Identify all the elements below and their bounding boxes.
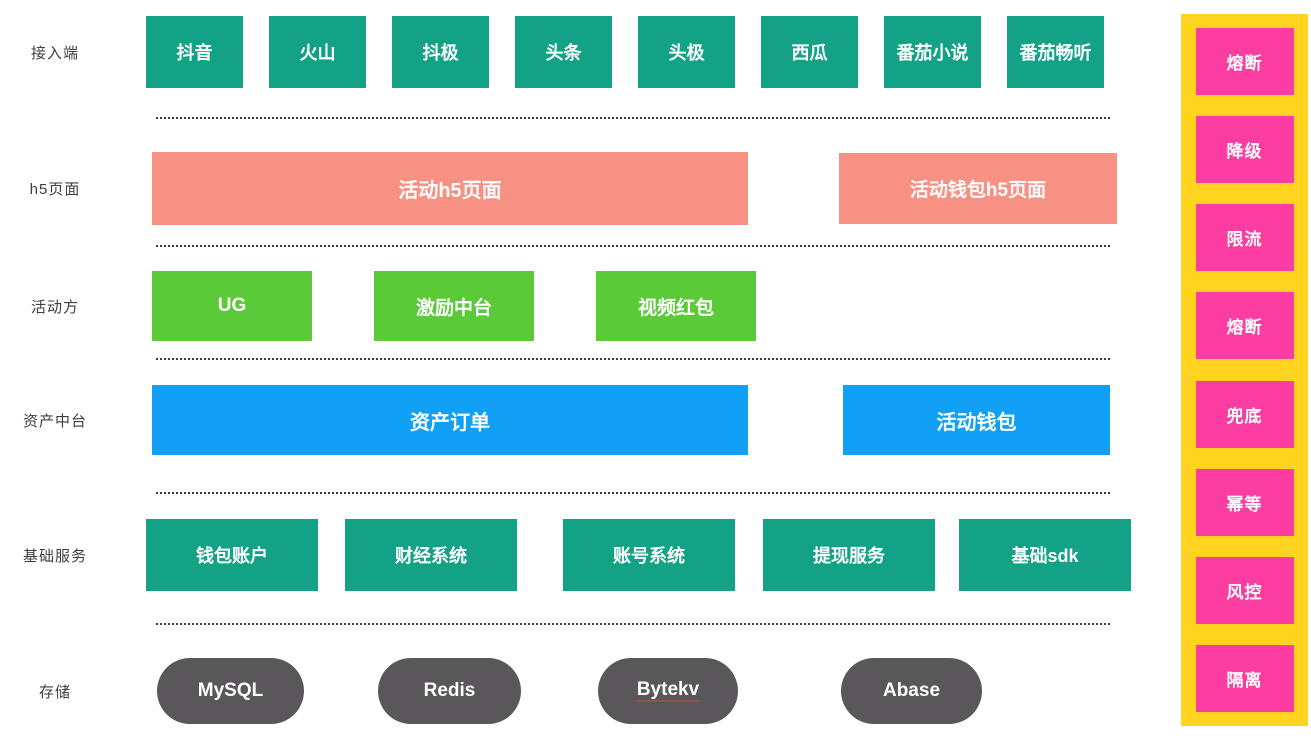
storage-node-label: Bytekv [636, 679, 700, 702]
layer-label: 接入端 [30, 44, 79, 62]
layer-storage: 存储 MySQL Redis Bytekv Abase [0, 658, 1180, 724]
layer-access: 接入端 抖音 火山 抖极 头条 头极 西瓜 番茄小说 番茄畅听 [0, 16, 1180, 88]
layer-label: 资产中台 [22, 412, 87, 430]
access-node: 火山 [269, 16, 366, 88]
h5-node: 活动钱包h5页面 [839, 153, 1117, 224]
service-node: 基础sdk [959, 519, 1131, 591]
activity-node: 激励中台 [374, 271, 534, 341]
access-node: 头极 [638, 16, 735, 88]
layer-asset: 资产中台 资产订单 活动钱包 [0, 385, 1180, 455]
storage-node: Redis [378, 658, 521, 724]
access-node: 头条 [515, 16, 612, 88]
governance-node: 幂等 [1195, 468, 1294, 536]
h5-node: 活动h5页面 [152, 152, 748, 225]
storage-node: MySQL [157, 658, 304, 724]
access-node: 番茄畅听 [1007, 16, 1104, 88]
service-node: 财经系统 [345, 519, 517, 591]
asset-node: 资产订单 [152, 385, 748, 455]
access-node: 西瓜 [761, 16, 858, 88]
governance-node: 限流 [1195, 204, 1294, 272]
access-node: 番茄小说 [884, 16, 981, 88]
dotted-divider [156, 492, 1110, 494]
governance-rail: 熔断 降级 限流 熔断 兜底 幂等 风控 隔离 [1181, 14, 1308, 726]
governance-node: 兜底 [1195, 380, 1294, 448]
layer-label: h5页面 [29, 181, 81, 198]
governance-node: 风控 [1195, 556, 1294, 624]
storage-node: Bytekv [598, 658, 738, 724]
layer-activity: 活动方 UG 激励中台 视频红包 [0, 271, 1180, 341]
layer-base-services: 基础服务 钱包账户 财经系统 账号系统 提现服务 基础sdk [0, 519, 1180, 591]
asset-node: 活动钱包 [843, 385, 1110, 455]
dotted-divider [156, 623, 1110, 625]
dotted-divider [156, 245, 1110, 247]
access-node: 抖极 [392, 16, 489, 88]
access-node: 抖音 [146, 16, 243, 88]
layer-h5: h5页面 活动h5页面 活动钱包h5页面 [0, 152, 1180, 225]
governance-node: 熔断 [1195, 28, 1294, 95]
activity-node: UG [152, 271, 312, 341]
service-node: 钱包账户 [146, 519, 318, 591]
governance-node: 降级 [1195, 116, 1294, 184]
layer-label: 存储 [38, 683, 71, 701]
dotted-divider [156, 117, 1110, 119]
governance-node: 熔断 [1195, 292, 1294, 360]
dotted-divider [156, 358, 1110, 360]
governance-node: 隔离 [1195, 644, 1294, 712]
service-node: 提现服务 [763, 519, 935, 591]
layer-label: 活动方 [30, 298, 79, 316]
layer-label: 基础服务 [22, 547, 87, 565]
service-node: 账号系统 [563, 519, 735, 591]
storage-node: Abase [841, 658, 982, 724]
activity-node: 视频红包 [596, 271, 756, 341]
